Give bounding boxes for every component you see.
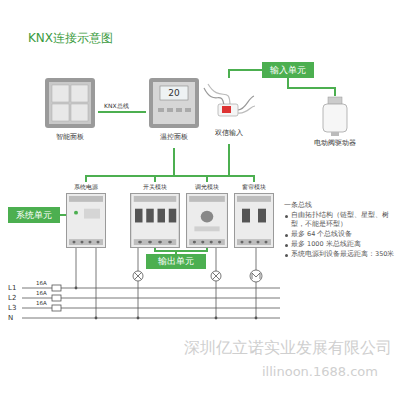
device-graphic bbox=[310, 96, 360, 136]
device-label: 智能面板 bbox=[36, 132, 104, 142]
dimmer-module: 调光模块 bbox=[186, 182, 228, 248]
unit-label: 输入单元 bbox=[270, 64, 306, 77]
bus-line bbox=[207, 144, 229, 182]
device-label: 双信输入 bbox=[194, 128, 264, 138]
note-item: 自由拓扑结构（链型、星型、树型，不能是环型） bbox=[284, 211, 396, 231]
display-reading: 20 bbox=[160, 86, 188, 100]
module-body bbox=[66, 193, 106, 248]
note-item: 系统电源到设备最远距离：350米 bbox=[284, 250, 396, 260]
bus-line bbox=[288, 78, 335, 96]
neutral-label: N bbox=[8, 314, 13, 322]
module-body bbox=[186, 193, 228, 248]
device-label: 电动阀驱动器 bbox=[304, 138, 366, 148]
unit-tag: 输入单元 bbox=[262, 62, 314, 78]
device-graphic bbox=[42, 76, 98, 130]
phase-label: L1 bbox=[8, 284, 16, 292]
note-item: 最多 64 个总线设备 bbox=[284, 230, 396, 240]
phase-label: L3 bbox=[8, 304, 16, 312]
valve-actuator: 电动阀驱动器 bbox=[310, 96, 360, 152]
note-heading: 一条总线 bbox=[284, 200, 396, 211]
breaker-rating: 16A bbox=[36, 290, 47, 296]
device-label: 温控面板 bbox=[140, 132, 208, 142]
module-label: 窗帘模块 bbox=[230, 182, 278, 192]
bus-label: KNX总线 bbox=[104, 102, 129, 111]
unit-label: 系统单元 bbox=[16, 209, 52, 222]
binary-input: 双信输入 bbox=[200, 78, 258, 144]
device-graphic bbox=[146, 76, 202, 130]
power-module: 系统电源 bbox=[66, 182, 106, 248]
watermark: illinoon.1688.com bbox=[262, 364, 378, 379]
module-body bbox=[234, 193, 274, 248]
unit-tag: 输出单元 bbox=[146, 254, 206, 269]
thermostat-panel: 20温控面板 bbox=[146, 76, 202, 148]
breaker-rating: 16A bbox=[36, 280, 47, 286]
module-body bbox=[130, 193, 180, 248]
unit-tag: 系统单元 bbox=[8, 207, 60, 223]
note-item: 最多 1000 米总线距离 bbox=[284, 240, 396, 250]
module-label: 开关模块 bbox=[126, 182, 184, 192]
bus-line bbox=[155, 176, 207, 182]
phase-label: L2 bbox=[8, 294, 16, 302]
module-label: 系统电源 bbox=[62, 182, 110, 192]
bus-line bbox=[86, 176, 155, 182]
blind-module: 窗帘模块 bbox=[234, 182, 274, 248]
bus-line bbox=[98, 111, 146, 113]
bus-line bbox=[60, 214, 66, 216]
breaker-rating: 16A bbox=[36, 300, 47, 306]
switch-module: 开关模块 bbox=[130, 182, 180, 248]
bus-line bbox=[229, 70, 262, 78]
diagram-title: KNX连接示意图 bbox=[28, 30, 113, 47]
module-label: 调光模块 bbox=[182, 182, 232, 192]
device-graphic bbox=[200, 78, 258, 126]
notes-block: 一条总线自由拓扑结构（链型、星型、树型，不能是环型）最多 64 个总线设备最多 … bbox=[284, 200, 396, 259]
watermark: 深圳亿立诺实业发展有限公司 bbox=[184, 338, 392, 359]
smart-panel: 智能面板 bbox=[42, 76, 98, 148]
unit-label: 输出单元 bbox=[158, 255, 194, 268]
